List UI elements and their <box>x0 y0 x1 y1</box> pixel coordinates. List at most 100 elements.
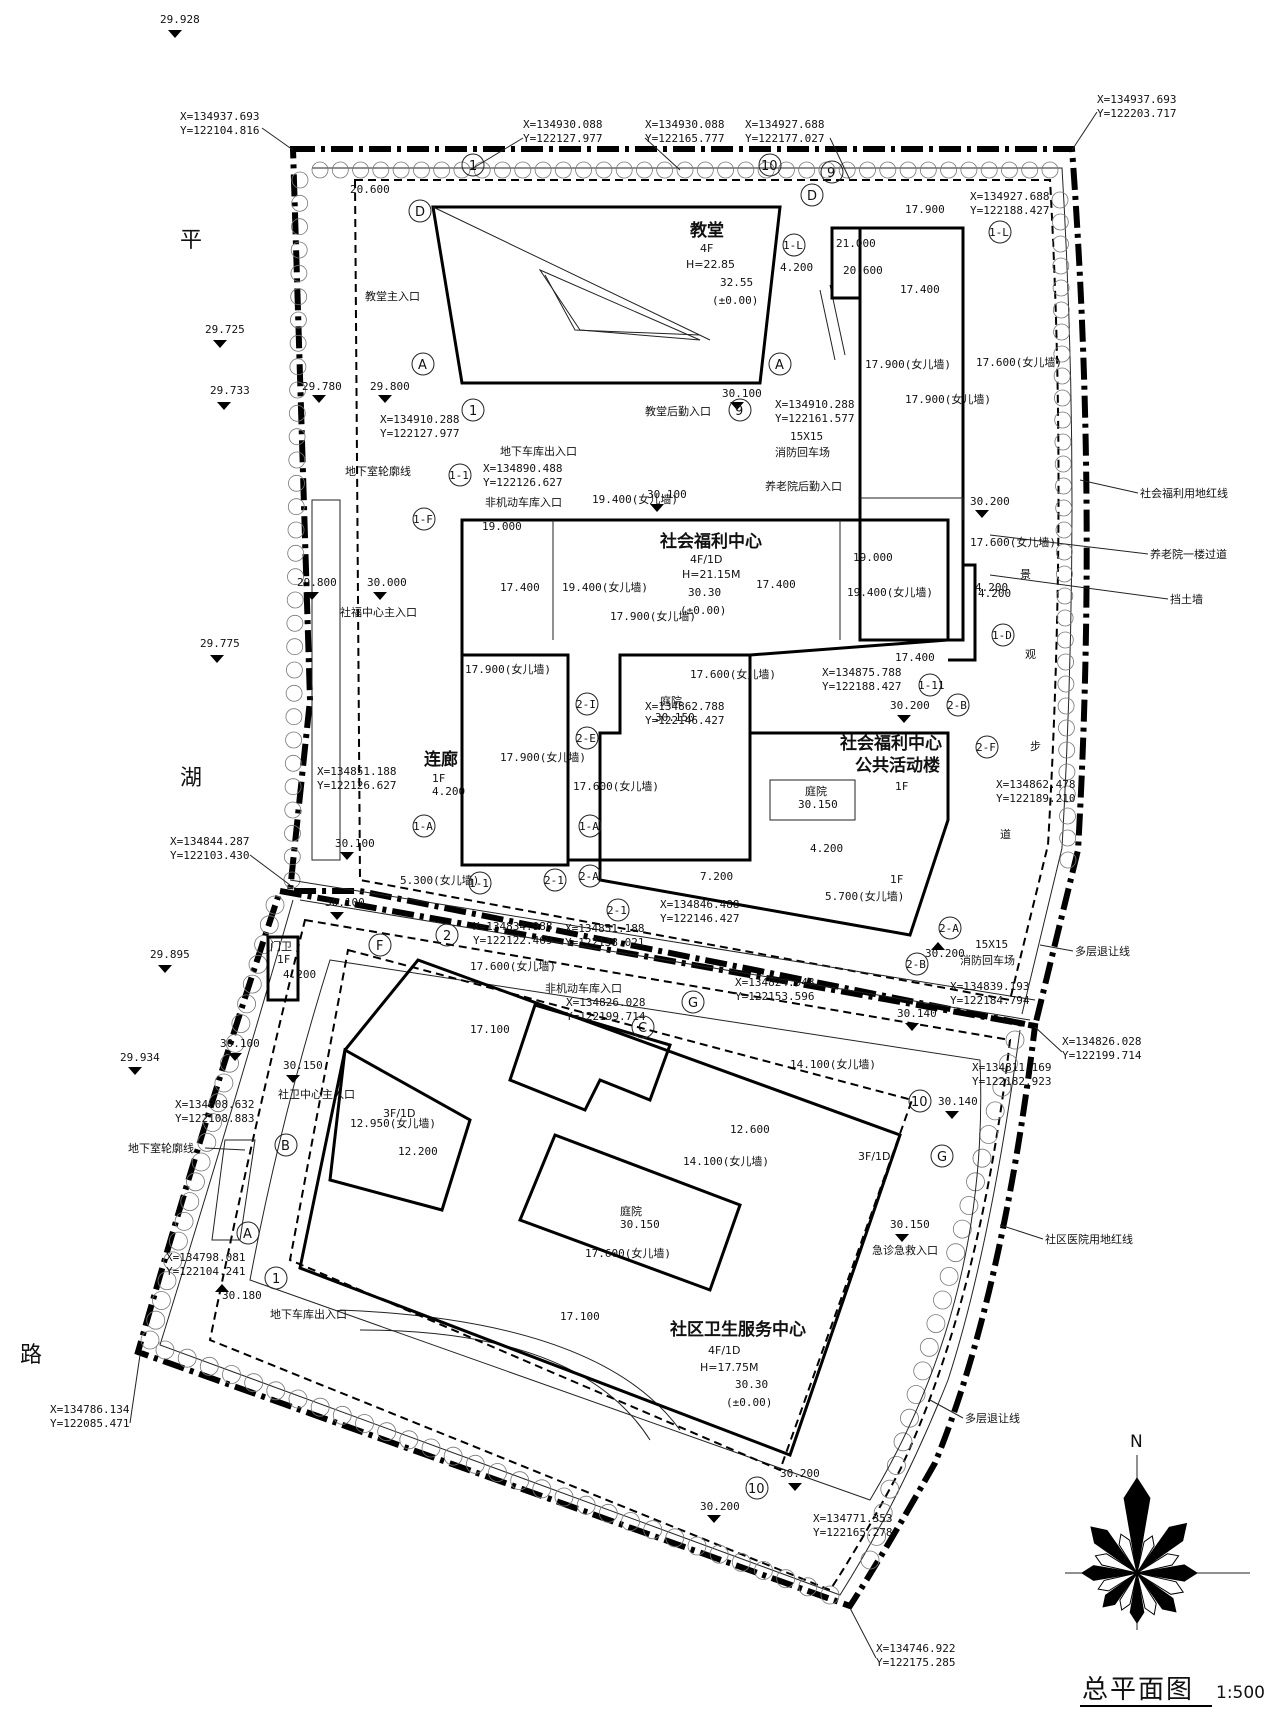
welfare-west-wing <box>460 653 570 867</box>
site-redline-upper <box>286 146 1090 1030</box>
tree <box>554 161 572 179</box>
tree <box>288 474 305 492</box>
wind-rose-petal <box>1119 1572 1138 1611</box>
church-floors: 4F <box>700 242 713 255</box>
tree <box>1051 191 1069 209</box>
svg-text:29.725: 29.725 <box>205 323 245 336</box>
tree <box>289 311 307 329</box>
health-zero: (±0.00) <box>726 1396 772 1409</box>
level-mark: 17.400 <box>500 581 540 594</box>
tree <box>1053 323 1070 341</box>
grid-bubble: 1-F <box>412 507 436 531</box>
tree <box>290 264 308 282</box>
north-label: N <box>1130 1432 1143 1452</box>
grid-bubble: A <box>236 1221 260 1245</box>
tree <box>443 1446 463 1466</box>
tree <box>1057 653 1074 671</box>
landscape-char-2: 观 <box>1025 648 1036 661</box>
svg-text:Y=122138.021: Y=122138.021 <box>565 936 644 949</box>
tree <box>554 1487 574 1507</box>
tree <box>197 1132 217 1152</box>
svg-text:29.928: 29.928 <box>160 13 200 26</box>
tree <box>621 1512 640 1531</box>
leader-hospital-redline <box>999 1224 1044 1240</box>
tree <box>1056 587 1074 605</box>
tree <box>285 661 303 679</box>
grid-bubble: 2-A <box>578 864 602 888</box>
tree <box>289 358 307 376</box>
wind-rose-petal <box>1097 1572 1138 1592</box>
tree <box>311 161 329 179</box>
svg-text:X=134839.193: X=134839.193 <box>950 980 1029 993</box>
f3-1d-east: 3F/1D <box>858 1150 891 1163</box>
svg-text:Y=122203.717: Y=122203.717 <box>1097 107 1176 120</box>
tree <box>265 895 285 915</box>
svg-text:Y=122165.777: Y=122165.777 <box>645 132 724 145</box>
activity-east-wall <box>948 563 977 662</box>
tree <box>656 161 674 179</box>
wind-rose-petal <box>1136 1572 1185 1595</box>
tree <box>737 161 755 179</box>
svg-text:X=134846.488: X=134846.488 <box>660 898 739 911</box>
grid-bubble: 10 <box>758 153 782 177</box>
tree <box>157 1271 177 1291</box>
tree <box>913 1361 933 1381</box>
svg-text:30.200: 30.200 <box>780 1467 820 1480</box>
level-annotations: 21.000 20.600 17.900 17.400 17.900(女儿墙) … <box>283 203 1062 1323</box>
corridor-floors: 1F <box>432 772 445 785</box>
building-welfare-center: 社会福利中心 4F/1D H=21.15M 30.30 (±0.00) <box>460 226 965 867</box>
tree <box>225 1034 245 1053</box>
grid-bubble: 2-F <box>975 735 999 759</box>
tree <box>465 1454 485 1474</box>
elevation-mark: 29.928 <box>160 13 200 38</box>
svg-text:X=134875.788: X=134875.788 <box>822 666 901 679</box>
tree <box>1053 345 1071 363</box>
tree <box>959 1196 979 1215</box>
wind-rose-petal <box>1136 1553 1180 1574</box>
tree <box>1054 389 1071 407</box>
elevation-mark: 30.100 <box>722 387 762 410</box>
grid-bubble: 1-A <box>578 814 602 838</box>
tree <box>285 708 303 726</box>
level-mark: 17.600(女儿墙) <box>585 1246 671 1260</box>
svg-text:Y=122153.596: Y=122153.596 <box>735 990 814 1003</box>
level-mark: 17.400 <box>900 283 940 296</box>
drawing-title-block: 总平面图 1:500 <box>1080 1675 1265 1707</box>
svg-text:X=134826.028: X=134826.028 <box>1062 1035 1141 1048</box>
welfare-level: 30.30 <box>688 586 721 599</box>
svg-text:30.200: 30.200 <box>890 699 930 712</box>
welfare-name: 社会福利中心 <box>659 531 762 552</box>
level-mark: 7.200 <box>700 870 733 883</box>
svg-text:Y=122177.027: Y=122177.027 <box>745 132 824 145</box>
tree <box>900 1408 919 1428</box>
tree <box>899 161 917 179</box>
tree-rows <box>140 161 1077 1605</box>
ramp-lower <box>339 1309 681 1441</box>
grid-bubble: 1 <box>461 398 485 422</box>
tree <box>222 1365 241 1384</box>
tree <box>757 161 775 179</box>
tree <box>1058 785 1076 803</box>
building-church: 教堂 4F H=22.85 32.55 (±0.00) <box>431 205 782 385</box>
health-level: 30.30 <box>735 1378 768 1391</box>
svg-text:30.000: 30.000 <box>367 576 407 589</box>
svg-text:G: G <box>937 1150 947 1165</box>
svg-text:X=134890.488: X=134890.488 <box>483 462 562 475</box>
svg-text:X=134927.688: X=134927.688 <box>745 118 824 131</box>
svg-text:X=134937.693: X=134937.693 <box>1097 93 1176 106</box>
health-floors: 4F/1D <box>708 1344 741 1357</box>
wind-rose-petal <box>1136 1535 1155 1574</box>
svg-text:1: 1 <box>272 1272 280 1287</box>
elevation-mark: 29.780 <box>302 380 342 403</box>
svg-text:2-I: 2-I <box>576 698 596 711</box>
garage-exit-top-label: 地下车库出入口 <box>500 444 577 458</box>
svg-text:2-1: 2-1 <box>544 874 564 887</box>
corridor-name: 连廊 <box>424 749 458 770</box>
